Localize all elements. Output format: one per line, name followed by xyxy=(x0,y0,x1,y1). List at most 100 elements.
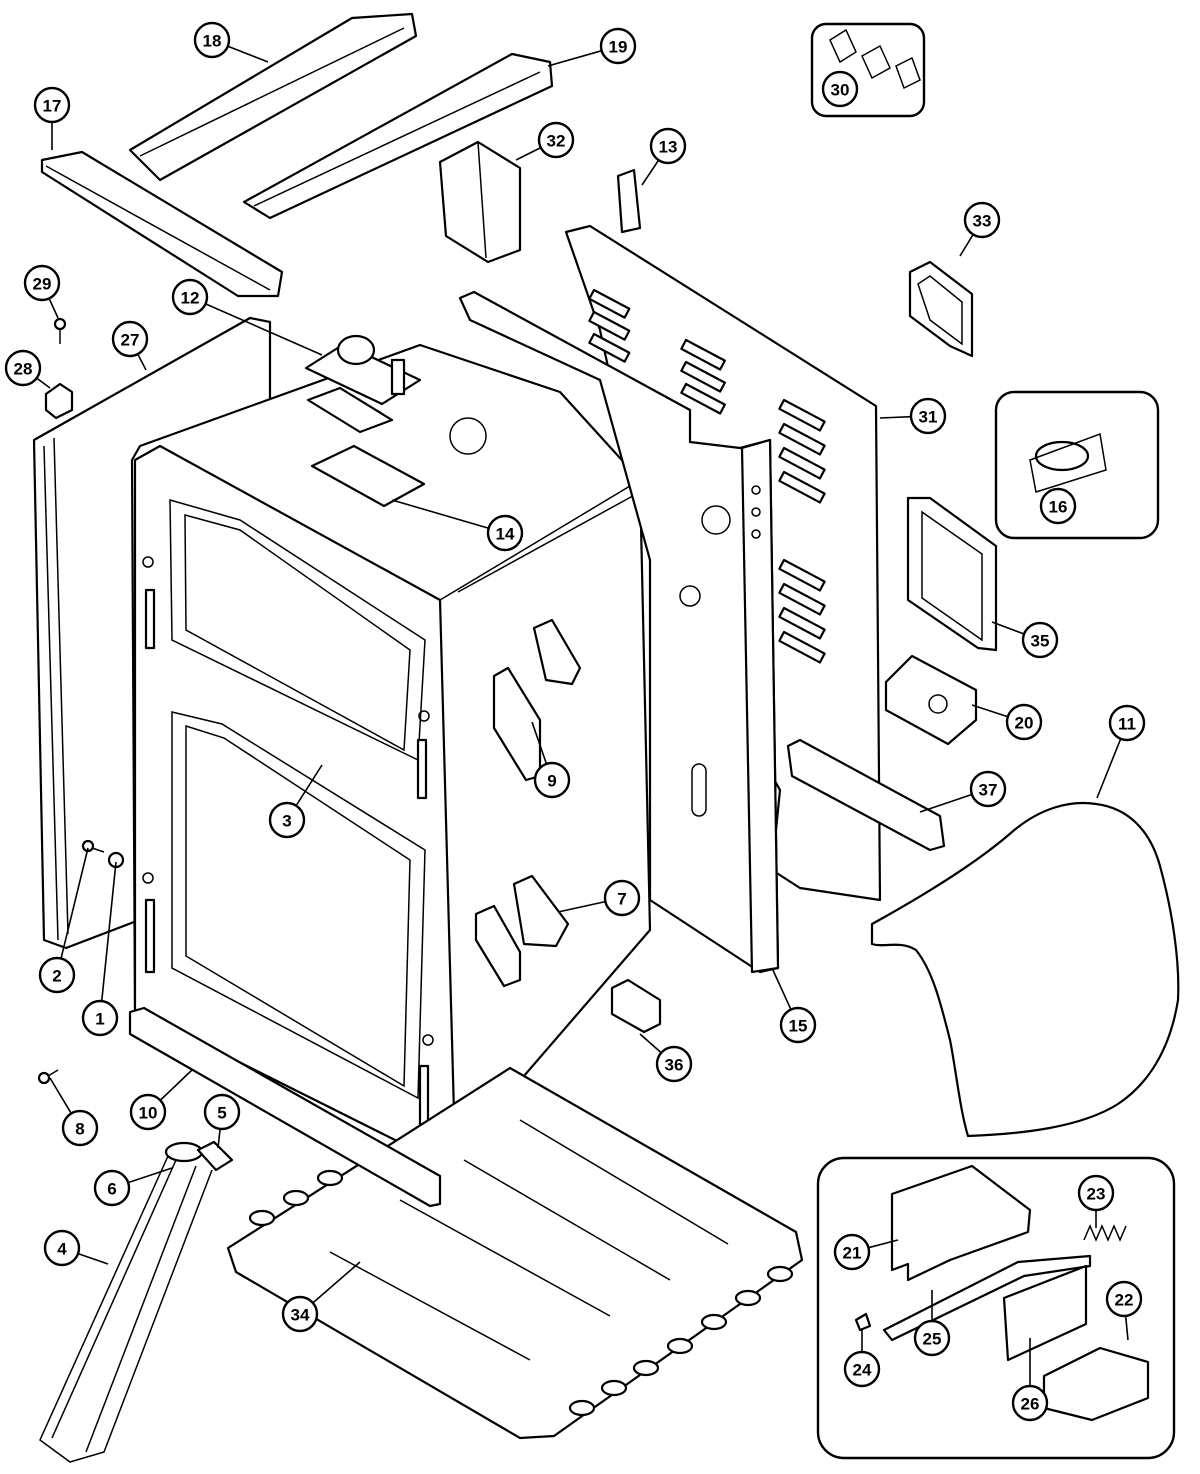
top-trim-18 xyxy=(128,12,418,182)
callout-12: 12 xyxy=(171,278,323,356)
callout-leader-line xyxy=(137,353,147,371)
callout-number: 4 xyxy=(57,1240,67,1259)
callout-32: 32 xyxy=(515,121,575,161)
callout-number: 33 xyxy=(973,212,992,231)
callout-circle xyxy=(111,320,149,358)
callout-number: 16 xyxy=(1049,498,1068,517)
callout-circle xyxy=(963,201,1001,239)
callout-circle xyxy=(821,70,859,108)
plate-13 xyxy=(616,168,642,234)
callout-leader-line xyxy=(48,298,59,319)
callout-number: 36 xyxy=(665,1056,684,1075)
bracket-33 xyxy=(908,260,974,358)
callout-29: 29 xyxy=(23,264,61,319)
callout-11: 11 xyxy=(1096,704,1146,799)
top-trim-17 xyxy=(40,150,284,298)
callout-circle xyxy=(81,999,119,1037)
callout-36: 36 xyxy=(639,1033,693,1083)
callout-number: 35 xyxy=(1031,632,1050,651)
callout-6: 6 xyxy=(93,1167,173,1207)
callout-circle xyxy=(486,514,524,552)
callout-leader-line xyxy=(217,1128,221,1149)
callout-circle xyxy=(969,770,1007,808)
callout-number: 7 xyxy=(617,890,626,909)
callout-27: 27 xyxy=(111,320,149,371)
callout-number: 13 xyxy=(659,138,678,157)
rail-37 xyxy=(786,738,946,852)
callout-leader-line xyxy=(312,1261,361,1304)
latch-assembly-12 xyxy=(304,334,422,434)
callout-5: 5 xyxy=(203,1093,241,1149)
callout-circle xyxy=(129,1093,167,1131)
top-trim-19 xyxy=(242,52,554,220)
callout-number: 32 xyxy=(547,132,566,151)
callout-circle xyxy=(33,86,71,124)
callout-leader-line xyxy=(641,159,660,186)
rear-vents xyxy=(588,288,826,664)
callout-leader-line xyxy=(515,146,542,161)
callout-leader-line xyxy=(100,861,117,1002)
callout-leader-line xyxy=(159,1069,193,1101)
callout-leader-line xyxy=(959,234,974,257)
callout-number: 31 xyxy=(919,408,938,427)
callout-31: 31 xyxy=(879,397,947,435)
callout-number: 12 xyxy=(181,289,200,308)
clip-28 xyxy=(44,382,74,420)
callout-circle xyxy=(61,1109,99,1147)
callout-25: 25 xyxy=(913,1290,951,1357)
callout-7: 7 xyxy=(557,879,641,917)
callout-number: 37 xyxy=(979,781,998,800)
insulation-11 xyxy=(870,801,1180,1138)
bottom-trim-10 xyxy=(128,1006,442,1208)
callout-34: 34 xyxy=(281,1261,361,1333)
callout-number: 17 xyxy=(43,97,62,116)
callout-number: 27 xyxy=(121,331,140,350)
bracket-32 xyxy=(438,140,522,264)
callout-circle xyxy=(193,21,231,59)
callout-number: 5 xyxy=(217,1104,226,1123)
callout-number: 10 xyxy=(139,1104,158,1123)
callout-circle xyxy=(1011,1384,1049,1422)
screw-8 xyxy=(37,1069,59,1085)
bracket-20 xyxy=(884,654,978,746)
callout-circle xyxy=(38,956,76,994)
callout-16: 16 xyxy=(1039,487,1077,525)
callout-14: 14 xyxy=(391,499,524,552)
callout-8: 8 xyxy=(49,1077,99,1147)
element-4 xyxy=(39,1141,213,1463)
callout-number: 25 xyxy=(923,1330,942,1349)
callout-18: 18 xyxy=(193,21,269,63)
inset-16 xyxy=(994,390,1160,540)
bracket-36 xyxy=(610,978,662,1034)
callout-leader-line xyxy=(991,621,1025,635)
callout-number: 20 xyxy=(1015,714,1034,733)
callout-leader-line xyxy=(60,847,89,959)
callout-number: 26 xyxy=(1021,1395,1040,1414)
callout-circle xyxy=(23,264,61,302)
callout-circle xyxy=(599,27,637,65)
callout-15: 15 xyxy=(771,967,817,1044)
callout-circle xyxy=(281,1295,319,1333)
callout-circle xyxy=(537,121,575,159)
callout-number: 15 xyxy=(789,1017,808,1036)
callout-leader-line xyxy=(227,45,269,63)
callout-13: 13 xyxy=(641,127,687,186)
side-panel-15 xyxy=(458,290,780,974)
callout-28: 28 xyxy=(4,349,51,389)
callout-circle xyxy=(4,349,42,387)
callout-number: 9 xyxy=(547,772,556,791)
callout-19: 19 xyxy=(547,27,637,67)
callout-leader-line xyxy=(77,1252,109,1265)
hinge-9 xyxy=(492,618,582,782)
callout-circle xyxy=(171,278,209,316)
callout-number: 22 xyxy=(1115,1291,1134,1310)
callout-circle xyxy=(1108,704,1146,742)
callout-leader-line xyxy=(295,764,323,807)
callout-leader-line xyxy=(919,793,973,813)
callout-number: 11 xyxy=(1118,715,1136,734)
callout-35: 35 xyxy=(991,621,1059,659)
callout-10: 10 xyxy=(129,1069,193,1131)
vent-frame-35 xyxy=(906,496,998,652)
callout-leader-line xyxy=(557,900,606,913)
